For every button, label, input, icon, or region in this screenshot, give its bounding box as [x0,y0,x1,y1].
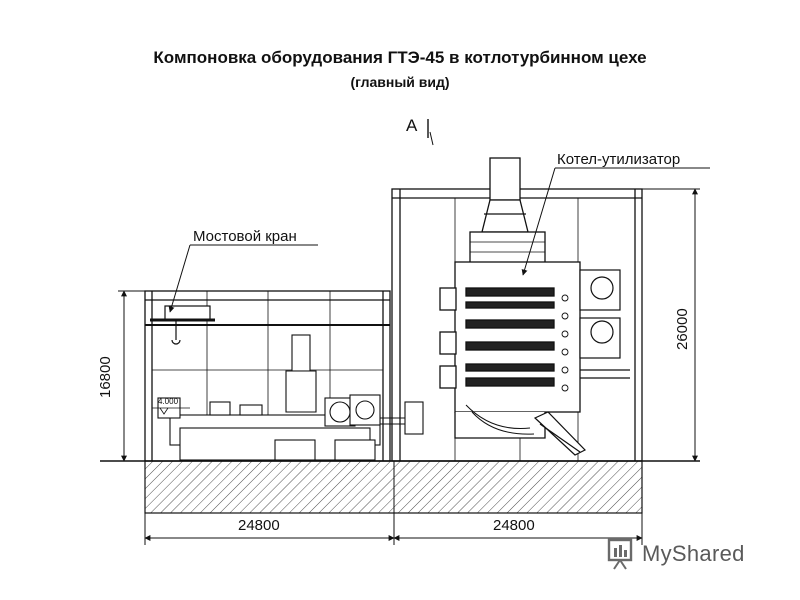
dim-left-height-label: 16800 [97,356,114,398]
crane-callout: Мостовой кран [168,228,318,313]
foundation [100,460,700,514]
diagram-title: Компоновка оборудования ГТЭ-45 в котлоту… [153,48,647,67]
view-mark-label: А [406,116,418,135]
dim-widths [144,461,643,545]
elevation-mark: 4.000 [152,397,190,415]
elevation-label: 4.000 [158,397,179,406]
boiler-callout: Котел-утилизатор [521,151,710,276]
boiler-drums [579,269,630,379]
crane-label: Мостовой кран [193,228,297,245]
dim-right-height [642,188,700,462]
boiler-label: Котел-утилизатор [557,151,680,168]
dim-right-height-label: 26000 [674,308,691,350]
inclined-duct [533,411,587,456]
heat-recovery-boiler [439,231,581,439]
dim-left-height [118,290,145,462]
brand-name: MyShared [642,541,745,566]
section-mark: А [406,116,434,146]
presentation-board-icon [607,538,633,570]
gas-turbine-unit [157,334,424,461]
dim-right-width-label: 24800 [493,517,535,534]
dim-left-width-label: 24800 [238,517,280,534]
myshared-watermark: MyShared [606,536,745,572]
diagram-subtitle: (главный вид) [350,74,450,90]
bridge-crane [150,305,215,345]
boiler-tube-bundles [465,287,555,387]
exhaust-stack [481,157,529,233]
